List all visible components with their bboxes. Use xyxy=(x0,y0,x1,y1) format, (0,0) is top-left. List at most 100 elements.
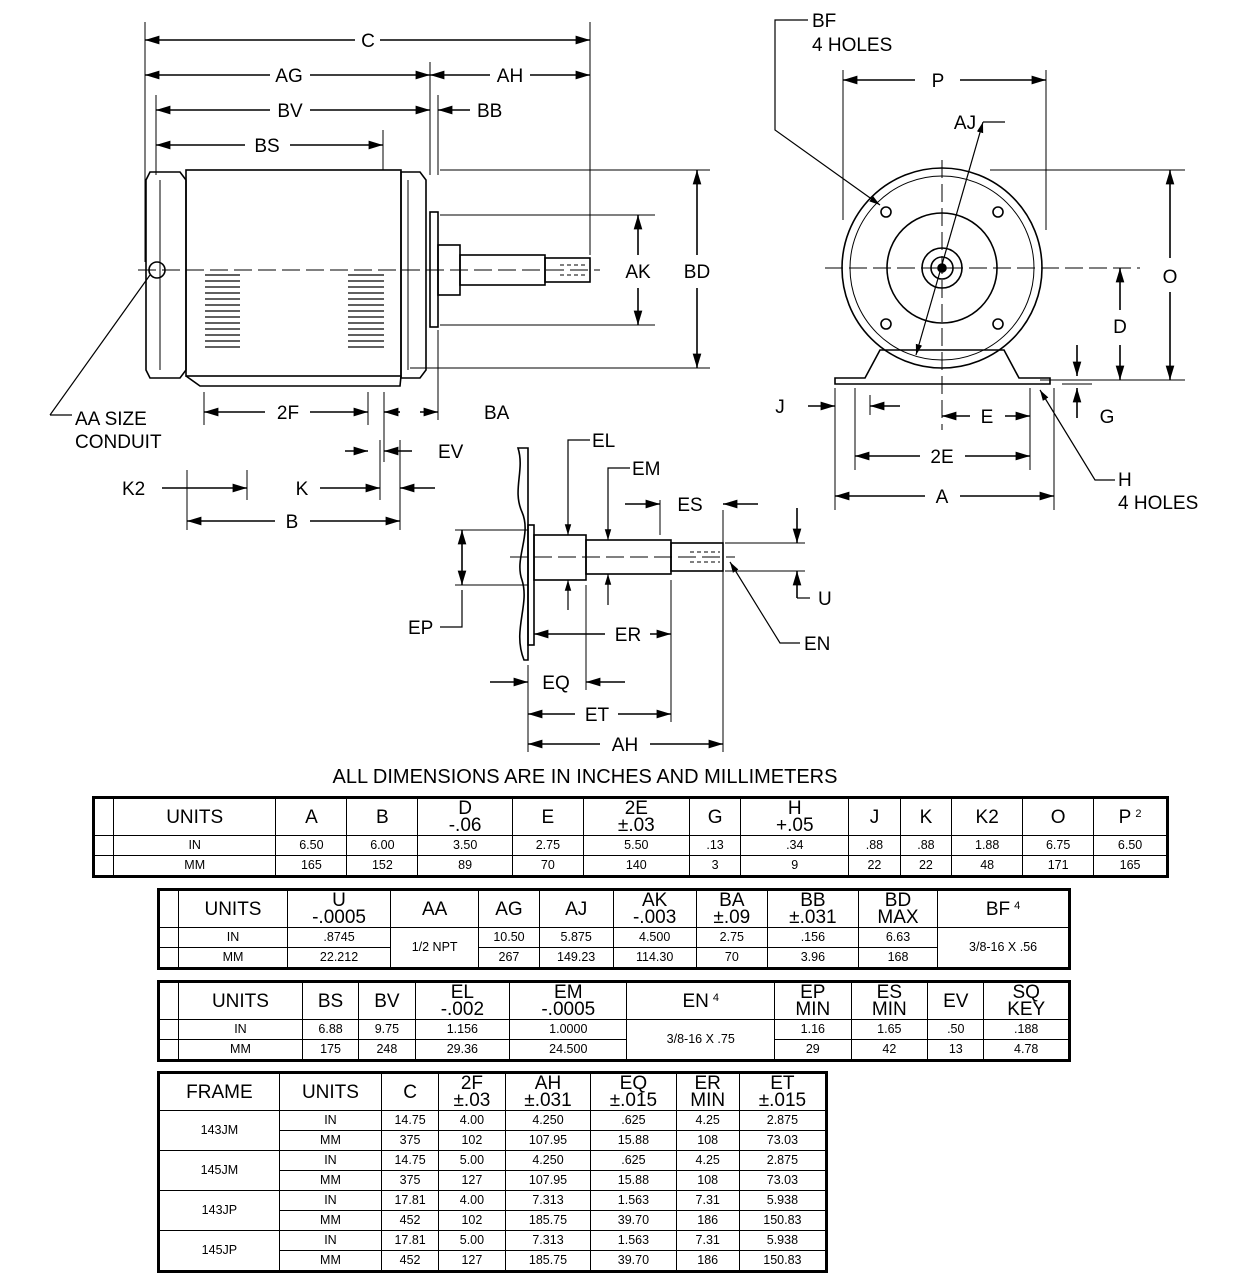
col-header-label: UNITS xyxy=(166,806,224,828)
table-cell: MM xyxy=(278,1130,383,1151)
table-cell: 6.00 xyxy=(346,835,419,856)
table-cell: .50 xyxy=(927,1019,985,1040)
table-cell: 22 xyxy=(899,855,953,877)
col-header-label: ES xyxy=(876,982,903,1003)
table-cell: IN xyxy=(178,927,288,948)
col-header: AH±.031 xyxy=(504,1072,592,1111)
table-cell: 452 xyxy=(381,1210,440,1231)
frame-cell: 145JP xyxy=(158,1230,280,1272)
table-cell: 152 xyxy=(346,855,419,877)
table-cell: 267 xyxy=(478,947,540,969)
col-header: BA±.09 xyxy=(695,889,768,928)
col-header-tolerance: MIN xyxy=(871,999,907,1020)
col-header-tolerance: KEY xyxy=(1007,999,1046,1020)
col-header-label: BF xyxy=(985,898,1011,920)
en-value-cell: 3/8-16 X .75 xyxy=(626,1019,776,1061)
table-cell: 22.212 xyxy=(286,947,392,969)
col-header-label: P xyxy=(1118,806,1132,828)
col-header-tolerance: ±.031 xyxy=(789,907,837,928)
label-AJ: AJ xyxy=(954,113,976,134)
table-cell: 150.83 xyxy=(738,1210,828,1231)
table-cell: IN xyxy=(112,835,277,856)
table-cell: MM xyxy=(178,1039,303,1061)
col-header-label: H xyxy=(787,798,802,819)
label-BF-line2: 4 HOLES xyxy=(812,35,892,56)
label-ER: ER xyxy=(615,625,641,646)
col-header-label: K xyxy=(919,806,933,828)
col-header: B xyxy=(346,797,419,836)
col-header: BS xyxy=(301,981,360,1020)
table-cell: .156 xyxy=(766,927,859,948)
table-cell: 127 xyxy=(438,1170,506,1191)
table-cell: .8745 xyxy=(286,927,392,948)
table-cell: 4.250 xyxy=(504,1150,592,1171)
col-header: D-.06 xyxy=(417,797,513,836)
table-cell: 1.563 xyxy=(590,1190,677,1211)
table-cell: 4.250 xyxy=(504,1110,592,1131)
col-header-label: E xyxy=(541,806,555,828)
table-cell: 5.938 xyxy=(738,1230,828,1251)
table-cell: 4.500 xyxy=(612,927,697,948)
table-margin-cell xyxy=(158,947,179,969)
table-cell: 70 xyxy=(511,855,584,877)
label-AA-line1: AA SIZE xyxy=(75,409,147,430)
col-header-note: 4 xyxy=(712,991,719,1004)
col-header-label: AG xyxy=(495,898,523,920)
table-cell: 107.95 xyxy=(504,1170,592,1191)
table-cell: 3.50 xyxy=(417,835,513,856)
table-cell: 10.50 xyxy=(478,927,540,948)
side-view xyxy=(49,22,710,530)
table-cell: 150.83 xyxy=(738,1250,828,1272)
col-header-tolerance: -.06 xyxy=(448,815,482,836)
col-header-tolerance: ±.09 xyxy=(713,907,751,928)
table-cell: 39.70 xyxy=(590,1250,677,1272)
table-cell: 149.23 xyxy=(538,947,614,969)
table-cell: 185.75 xyxy=(504,1210,592,1231)
table-cell: 375 xyxy=(381,1130,440,1151)
label-ES: ES xyxy=(677,495,702,516)
label-H-line1: H xyxy=(1118,470,1132,491)
col-header-tolerance: -.0005 xyxy=(312,907,366,928)
table-cell: 186 xyxy=(675,1210,740,1231)
col-header-label: ER xyxy=(694,1073,721,1094)
table-cell: 42 xyxy=(850,1039,929,1061)
col-header-label: UNITS xyxy=(211,990,269,1012)
col-header: BV xyxy=(358,981,416,1020)
col-header: UNITS xyxy=(178,981,303,1020)
table-cell: 1.0000 xyxy=(509,1019,628,1040)
col-header-tolerance: ±.015 xyxy=(758,1090,807,1111)
table-cell: 3.96 xyxy=(766,947,859,969)
table-cell: 9.75 xyxy=(358,1019,416,1040)
col-header-label: BS xyxy=(317,990,344,1012)
col-header-tolerance: ±.03 xyxy=(617,815,655,836)
col-header-label: O xyxy=(1050,806,1066,828)
table-cell: 375 xyxy=(381,1170,440,1191)
table-margin-cell xyxy=(158,1019,179,1040)
col-header-tolerance: MIN xyxy=(795,999,831,1020)
table-cell: 1.563 xyxy=(590,1230,677,1251)
label-BA: BA xyxy=(484,403,510,424)
table-cell: 9 xyxy=(740,855,850,877)
table-cell: .625 xyxy=(590,1150,677,1171)
table-cell: 168 xyxy=(857,947,939,969)
label-AA-line2: CONDUIT xyxy=(75,432,162,453)
table-cell: .188 xyxy=(983,1019,1070,1040)
table-cell: 107.95 xyxy=(504,1130,592,1151)
col-header-label: EV xyxy=(943,990,969,1012)
table-cell: 7.31 xyxy=(675,1230,740,1251)
table-cell: 2.75 xyxy=(695,927,768,948)
col-header-label: AK xyxy=(641,890,668,911)
end-view xyxy=(774,19,1185,510)
dimensions-title: ALL DIMENSIONS ARE IN INCHES AND MILLIME… xyxy=(332,766,838,788)
